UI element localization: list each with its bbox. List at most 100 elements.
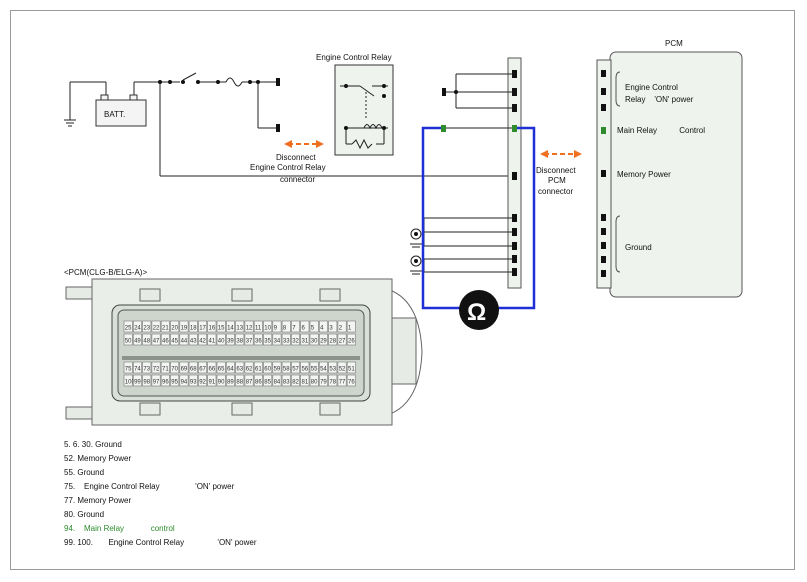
pin-cell	[179, 320, 189, 333]
pin-cell	[272, 333, 282, 346]
pin-number: 79	[320, 380, 327, 386]
pin-cell	[244, 320, 254, 333]
pin-cell	[142, 320, 152, 333]
pin-number: 21	[162, 326, 169, 332]
pin-number: 8	[283, 326, 287, 332]
pin-number: 10	[264, 326, 271, 332]
pin-cell	[235, 361, 245, 374]
pin-cell	[272, 374, 282, 387]
pin-cell	[244, 333, 254, 346]
pin-number: 22	[153, 326, 160, 332]
pin-cell	[226, 374, 235, 387]
pin-cell	[123, 320, 133, 333]
pin-cell	[235, 333, 245, 346]
pin-number: 75	[125, 367, 132, 373]
pin-number: 13	[236, 326, 243, 332]
pin-number: 11	[255, 326, 262, 332]
harness-connector-strip	[410, 57, 522, 289]
pin-cell	[198, 320, 207, 333]
pcm-module: PCM Engine Control Relay 'ON' power Main…	[596, 39, 743, 298]
pin-cell	[142, 374, 152, 387]
pin-cell	[179, 374, 189, 387]
pin-number: 87	[246, 380, 253, 386]
pin-number: 29	[320, 339, 327, 345]
pin-cell	[309, 320, 319, 333]
pin-number: 41	[209, 339, 216, 345]
disconnect-relay-line2: Engine Control Relay	[250, 163, 326, 172]
pin-number: 56	[302, 367, 309, 373]
pin-cell	[133, 333, 142, 346]
pin-cell	[142, 333, 152, 346]
pin-cell	[170, 333, 180, 346]
pin-cell	[123, 374, 133, 387]
ohmmeter-test-leads	[421, 126, 536, 310]
pcm-ecr-label-2: Relay 'ON' power	[625, 95, 694, 104]
pin-cell	[346, 374, 356, 387]
relay-title: Engine Control Relay	[316, 53, 392, 62]
pin-number: 62	[246, 367, 253, 373]
pin-number: 68	[190, 367, 197, 373]
pin-number: 33	[283, 339, 290, 345]
pin-cell	[151, 374, 161, 387]
pin-cell	[235, 374, 245, 387]
pin-cell	[160, 333, 170, 346]
pin-number: 55	[311, 367, 318, 373]
pin-cell	[328, 333, 338, 346]
pin-cell	[281, 374, 291, 387]
pin-number: 93	[190, 380, 197, 386]
pin-cell	[309, 333, 319, 346]
pin-cell	[309, 361, 319, 374]
pin-number: 92	[199, 380, 206, 386]
pin-number: 43	[190, 339, 197, 345]
pin-cell	[300, 320, 310, 333]
pin-number: 44	[181, 339, 188, 345]
pin-cell	[151, 333, 161, 346]
pin-cell	[216, 361, 226, 374]
pin-cell	[263, 320, 273, 333]
pin-cell	[291, 333, 300, 346]
pin-number: 36	[255, 339, 262, 345]
pin-cell	[291, 320, 300, 333]
pin-cell	[170, 361, 180, 374]
pin-cell	[207, 361, 217, 374]
pin-number: 90	[218, 380, 225, 386]
pin-cell	[253, 320, 263, 333]
pin-number: 37	[246, 339, 253, 345]
pin-number: 1	[348, 326, 352, 332]
pin-number: 74	[134, 367, 141, 373]
pin-number: 70	[171, 367, 178, 373]
pin-number: 72	[153, 367, 160, 373]
pin-number: 12	[246, 326, 253, 332]
pin-number: 14	[227, 326, 234, 332]
pin-number: 2	[339, 326, 343, 332]
pin-cell	[346, 333, 356, 346]
pin-cell	[337, 333, 347, 346]
legend-item: 75. Engine Control Relay 'ON' power	[64, 482, 235, 491]
disconnect-relay-line1: Disconnect	[276, 153, 316, 162]
pin-cell	[337, 374, 347, 387]
pin-number: 50	[125, 339, 132, 345]
pin-cell	[133, 374, 142, 387]
pin-number: 91	[209, 380, 216, 386]
pin-number: 76	[348, 380, 355, 386]
pin-cell	[337, 320, 347, 333]
pin-number: 83	[283, 380, 290, 386]
pin-number: 53	[329, 367, 336, 373]
pin-number: 42	[199, 339, 206, 345]
pin-cell	[216, 374, 226, 387]
pin-cell	[318, 374, 328, 387]
pin-cell	[253, 374, 263, 387]
pin-number: 28	[329, 339, 336, 345]
pin-number: 63	[236, 367, 243, 373]
diagram-frame	[10, 10, 795, 570]
pin-cell	[263, 374, 273, 387]
pin-number: 48	[143, 339, 150, 345]
pin-number: 58	[283, 367, 290, 373]
pin-cell	[346, 361, 356, 374]
pin-cell	[160, 320, 170, 333]
pin-number: 38	[236, 339, 243, 345]
pin-number: 88	[236, 380, 243, 386]
pin-cell	[318, 333, 328, 346]
pin-number: 25	[125, 326, 132, 332]
